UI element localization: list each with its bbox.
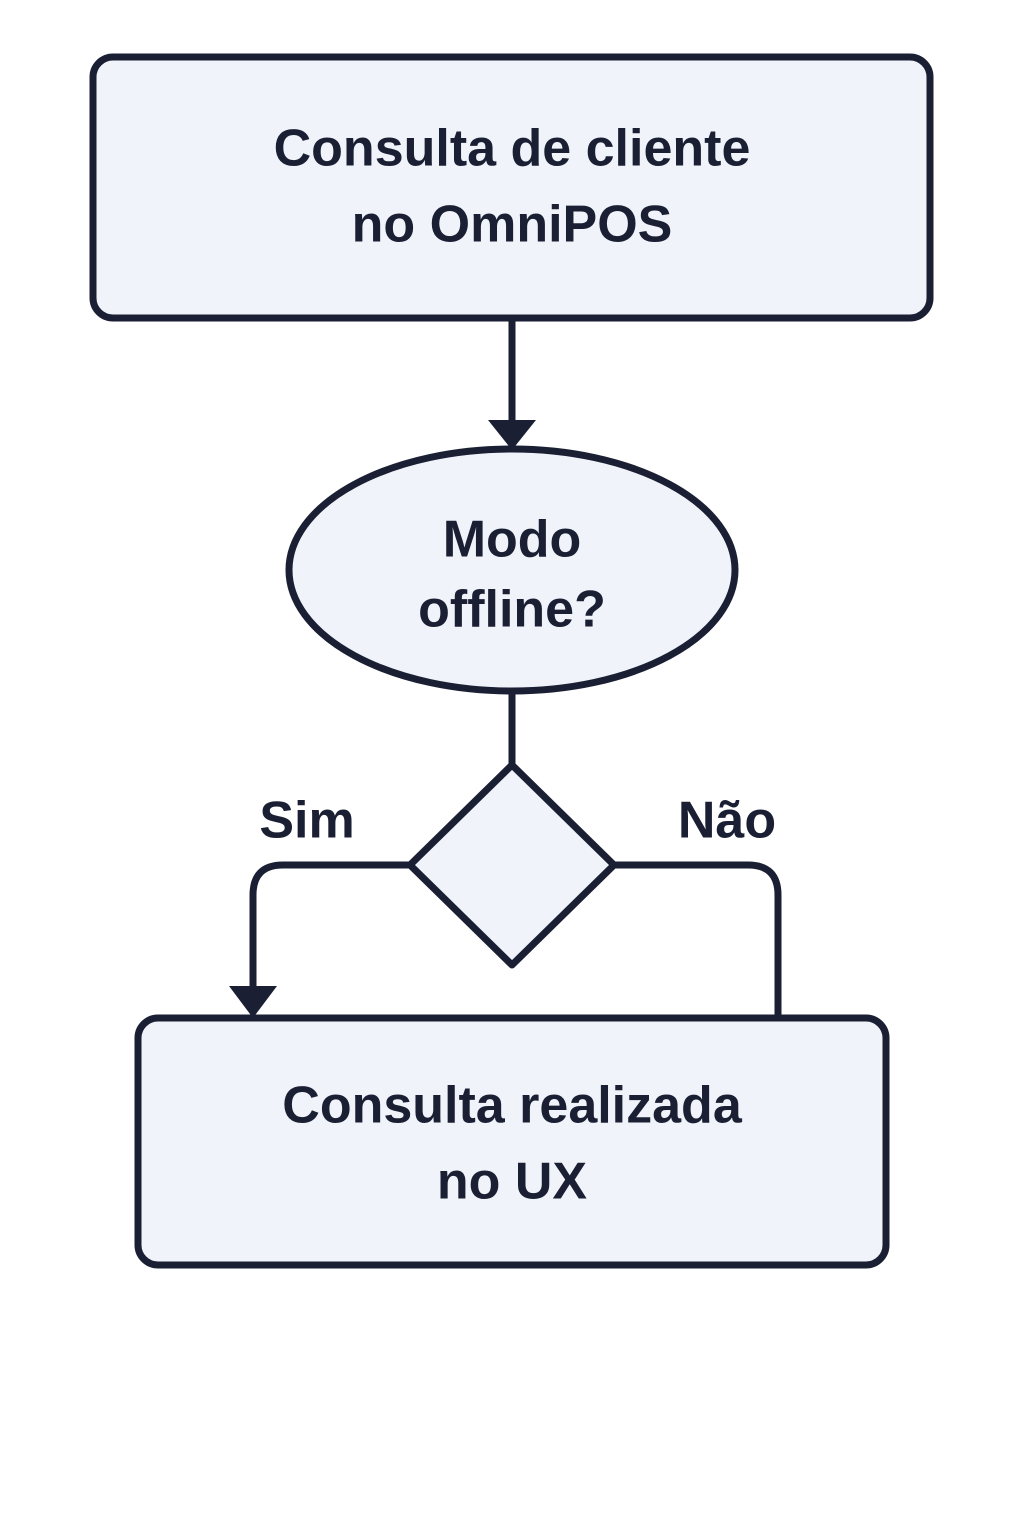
edge-diamond-no — [615, 861, 782, 1020]
edge-start-to-decision — [488, 318, 536, 450]
node-start-line-1: Consulta de cliente — [274, 120, 751, 178]
node-result-line-2: no UX — [437, 1153, 588, 1211]
node-branch-diamond-shape[interactable] — [406, 761, 618, 969]
node-decision-mode-line-2: offline? — [418, 581, 606, 639]
edge-diamond-yes — [229, 861, 409, 1018]
node-decision-mode-shape[interactable] — [285, 445, 739, 695]
node-start-line-2: no OmniPOS — [352, 196, 673, 254]
node-decision-mode[interactable]: Modo offline? — [285, 445, 739, 695]
node-start-shape[interactable] — [89, 53, 934, 322]
edge-line-diamond-no — [615, 861, 782, 1020]
node-start[interactable]: Consulta de cliente no OmniPOS — [89, 53, 934, 322]
arrowhead-diamond-yes — [229, 986, 277, 1018]
edge-line-diamond-yes — [249, 861, 409, 988]
edge-label-nao: Não — [678, 792, 776, 850]
node-result-line-1: Consulta realizada — [282, 1077, 743, 1135]
node-result-shape[interactable] — [134, 1014, 890, 1269]
node-result[interactable]: Consulta realizada no UX — [134, 1014, 890, 1269]
node-branch-diamond[interactable] — [406, 761, 618, 969]
edge-label-sim: Sim — [259, 792, 354, 850]
node-decision-mode-line-1: Modo — [443, 511, 582, 569]
arrowhead-start-to-decision — [488, 420, 536, 450]
